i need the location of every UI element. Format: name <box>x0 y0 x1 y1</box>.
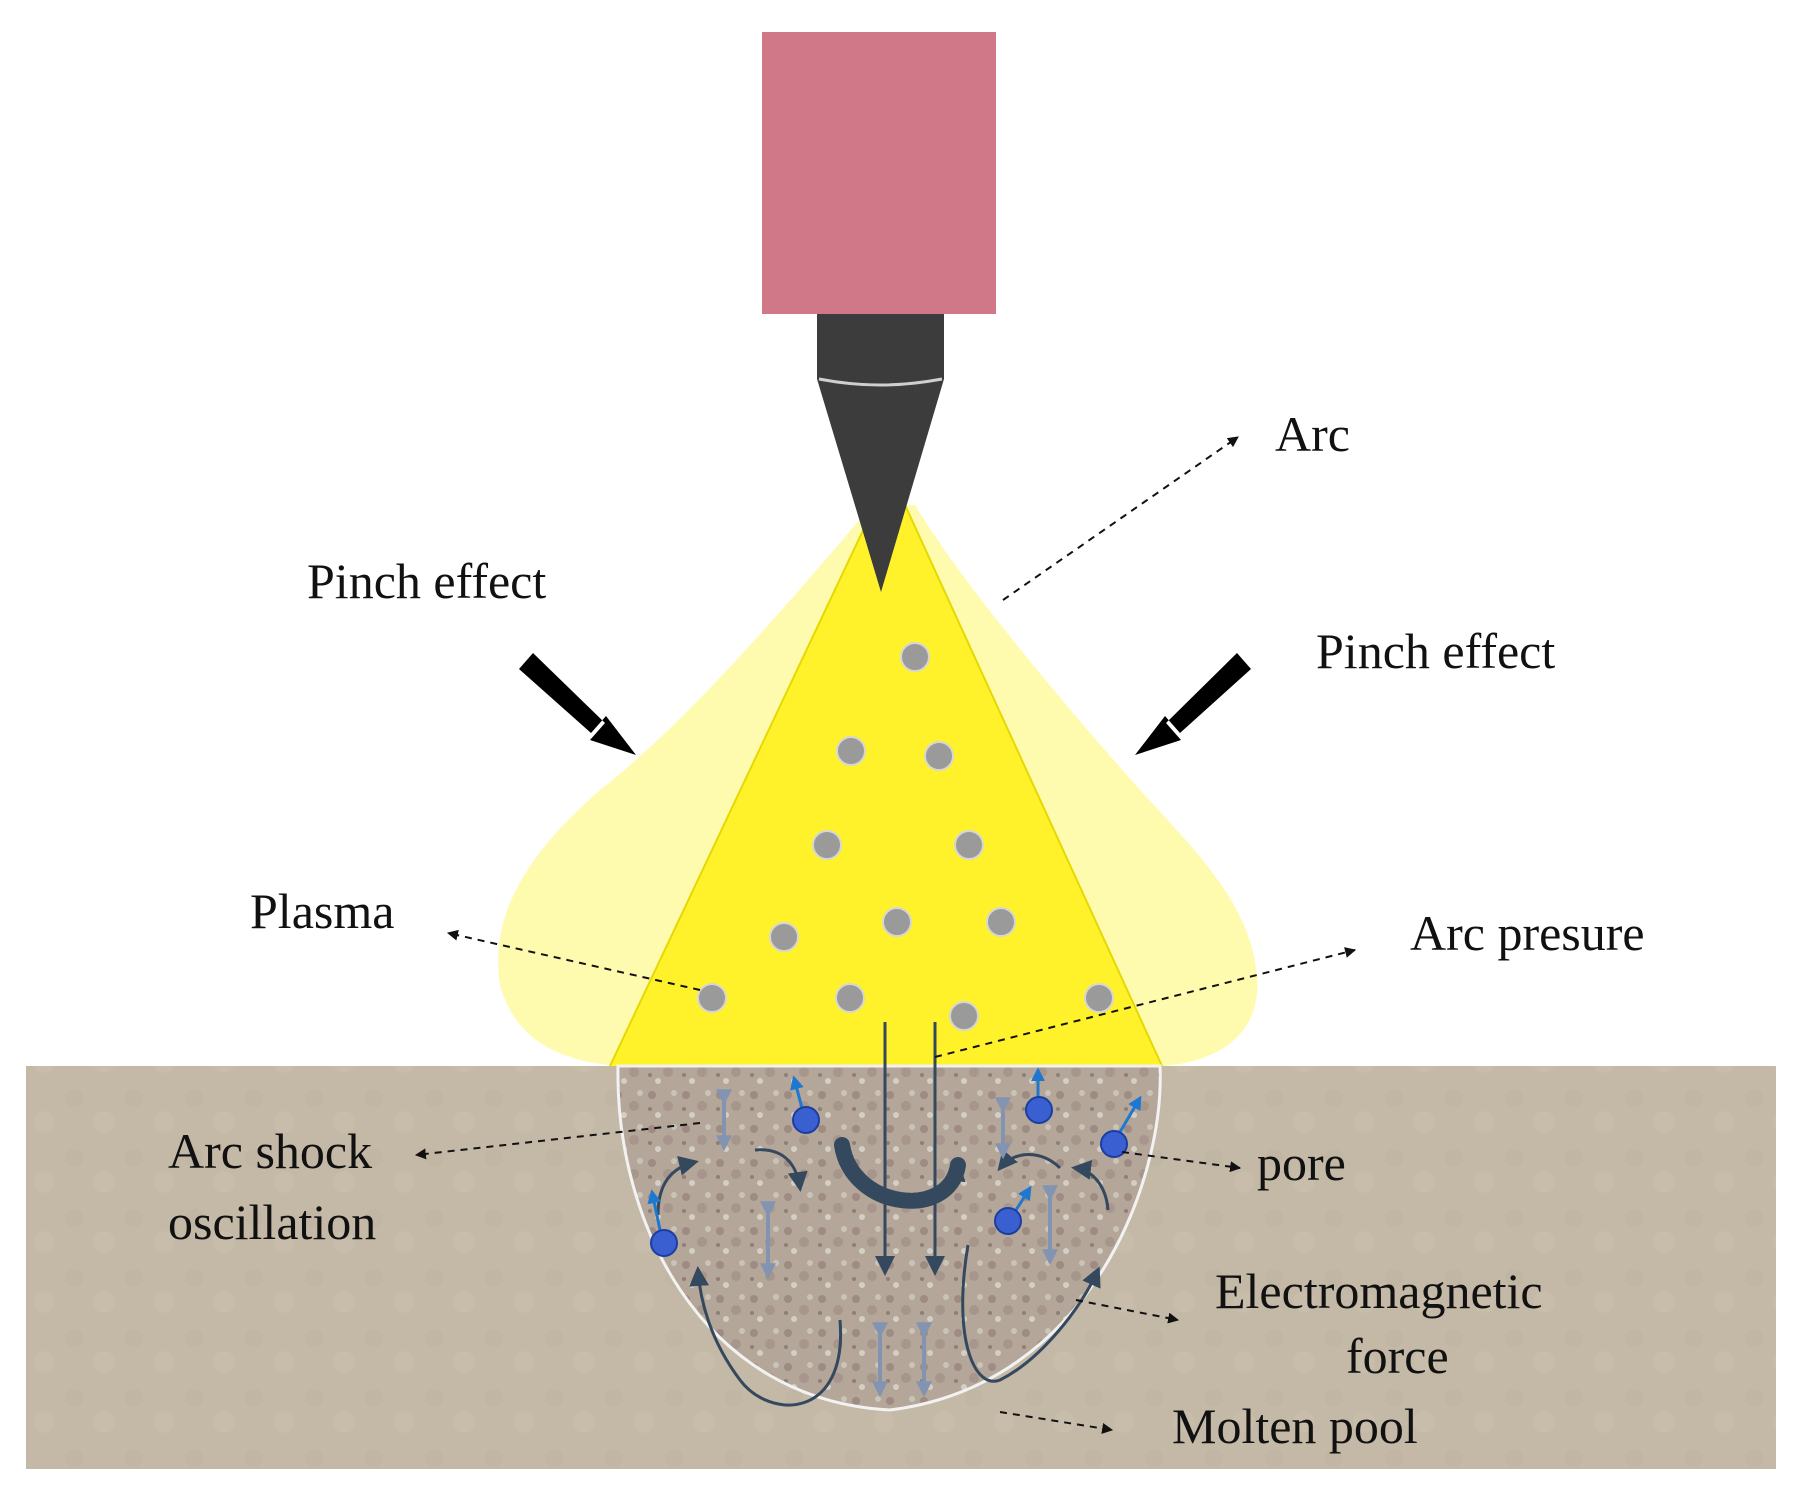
plasma-particle <box>1084 983 1114 1013</box>
em-force-leader <box>1075 1299 1180 1324</box>
flow-arrow <box>997 1149 1062 1172</box>
leader-lines <box>414 436 1357 1434</box>
molten-pool <box>616 1064 1162 1412</box>
pore <box>1025 1096 1053 1124</box>
flow-arrow <box>754 1148 808 1192</box>
pore <box>792 1106 820 1134</box>
plasma-particle <box>986 907 1016 937</box>
electrode-holder <box>762 32 996 314</box>
pore <box>650 1229 678 1257</box>
plasma-particle <box>949 1001 979 1031</box>
pores <box>647 1067 1142 1257</box>
plasma-particle <box>882 907 912 937</box>
electrode-tip <box>817 379 944 592</box>
plasma-particle <box>835 983 865 1013</box>
label-arc: Arc <box>1275 406 1350 462</box>
label-electromagnetic: Electromagnetic <box>1215 1263 1543 1319</box>
plasma-particle <box>697 983 727 1013</box>
plasma-particle <box>769 922 799 952</box>
arc-shock-leader <box>414 1122 701 1160</box>
label-arc-pressure: Arc presure <box>1410 905 1645 961</box>
plasma-particle <box>954 830 984 860</box>
pore-leader <box>1121 1151 1242 1173</box>
label-molten-pool: Molten pool <box>1172 1398 1418 1454</box>
label-pinch-effect-right: Pinch effect <box>1316 623 1555 679</box>
central-vortex-arrow <box>834 1137 966 1209</box>
arc-leader <box>1002 436 1239 601</box>
plasma-particle <box>812 830 842 860</box>
molten-pool-leader <box>999 1411 1114 1434</box>
label-pore: pore <box>1257 1135 1346 1191</box>
pinch-arrow-right <box>1135 653 1251 755</box>
label-arc-shock: Arc shock <box>168 1123 372 1179</box>
oscillation-arrows <box>716 1089 1058 1398</box>
plasma-particle <box>900 642 930 672</box>
label-pinch-effect-left: Pinch effect <box>307 553 546 609</box>
plasma-leader <box>446 929 701 991</box>
flow-arrow <box>961 1244 1101 1383</box>
pinch-arrow-left <box>519 653 636 755</box>
electrode-collar <box>817 314 944 379</box>
plasma-particle <box>836 736 866 766</box>
flow-arrow <box>689 1266 843 1407</box>
pore <box>1100 1130 1128 1158</box>
plasma-particles <box>697 642 1114 1031</box>
plasma-particle <box>924 741 954 771</box>
arc-core <box>610 505 1162 1066</box>
flow-arrow <box>1071 1159 1110 1211</box>
flow-arrow <box>656 1156 699 1216</box>
label-force: force <box>1346 1328 1449 1384</box>
flow-arrows <box>656 1148 1110 1407</box>
label-plasma: Plasma <box>250 883 394 939</box>
label-oscillation: oscillation <box>168 1194 376 1250</box>
pore <box>994 1207 1022 1235</box>
